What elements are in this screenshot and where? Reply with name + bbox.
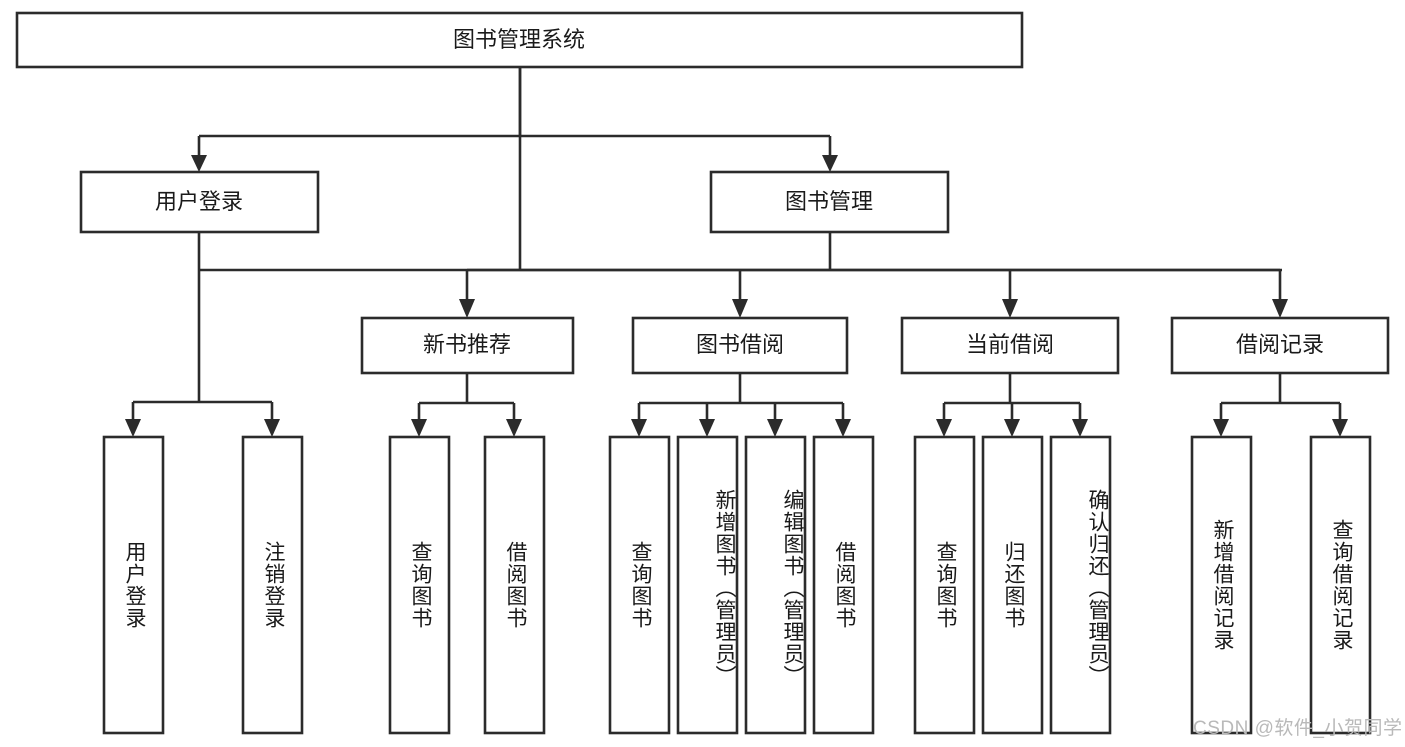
node-leaf-return-book[interactable] (981, 435, 1044, 735)
connector-root-bus (199, 67, 830, 138)
connector-root-to-level2 (199, 67, 1282, 272)
node-book-borrow-label: 图书借阅 (696, 332, 784, 357)
node-leaf-borrow-book-2[interactable] (812, 435, 875, 735)
node-user-login-label: 用户登录 (155, 189, 243, 214)
node-leaf-add-record[interactable] (1190, 435, 1253, 735)
node-leaf-query-book-1[interactable] (388, 435, 451, 735)
connector-borrow-record-bus (1213, 373, 1348, 437)
node-borrow-record-label: 借阅记录 (1236, 332, 1324, 357)
node-current-borrow-label: 当前借阅 (966, 332, 1054, 357)
node-leaf-edit-book[interactable] (744, 435, 807, 735)
watermark-text: CSDN @软件_小贺同学 (1193, 718, 1403, 739)
connector-current-borrow-bus (936, 373, 1088, 437)
node-book-management[interactable]: 图书管理 (709, 170, 950, 234)
node-leaf-borrow-book-1[interactable] (483, 435, 546, 735)
node-leaf-query-record[interactable] (1309, 435, 1372, 735)
node-leaf-user-login[interactable] (102, 435, 165, 735)
node-leaf-logout-login[interactable] (241, 435, 304, 735)
node-leaf-query-book-2[interactable] (608, 435, 671, 735)
connector-book-borrow-bus (631, 373, 851, 437)
connector-book-management-bus (459, 232, 1288, 318)
node-leaf-query-book-3[interactable] (913, 435, 976, 735)
connector-root-user-login (191, 136, 207, 172)
node-book-borrow[interactable]: 图书借阅 (631, 316, 849, 375)
node-leaf-add-book[interactable] (676, 435, 739, 735)
node-book-management-label: 图书管理 (785, 189, 873, 214)
node-borrow-record[interactable]: 借阅记录 (1170, 316, 1390, 375)
node-current-borrow[interactable]: 当前借阅 (900, 316, 1120, 375)
node-new-book-recommend[interactable]: 新书推荐 (360, 316, 575, 375)
connector-user-login-bus (125, 232, 280, 437)
node-root[interactable]: 图书管理系统 (15, 11, 1024, 69)
connector-new-book-recommend-bus (411, 373, 522, 437)
node-user-login[interactable]: 用户登录 (79, 170, 320, 234)
connector-root-book-management (822, 136, 838, 172)
node-root-label: 图书管理系统 (453, 27, 585, 52)
node-new-book-recommend-label: 新书推荐 (423, 332, 511, 357)
node-leaf-confirm-return[interactable] (1049, 435, 1112, 735)
